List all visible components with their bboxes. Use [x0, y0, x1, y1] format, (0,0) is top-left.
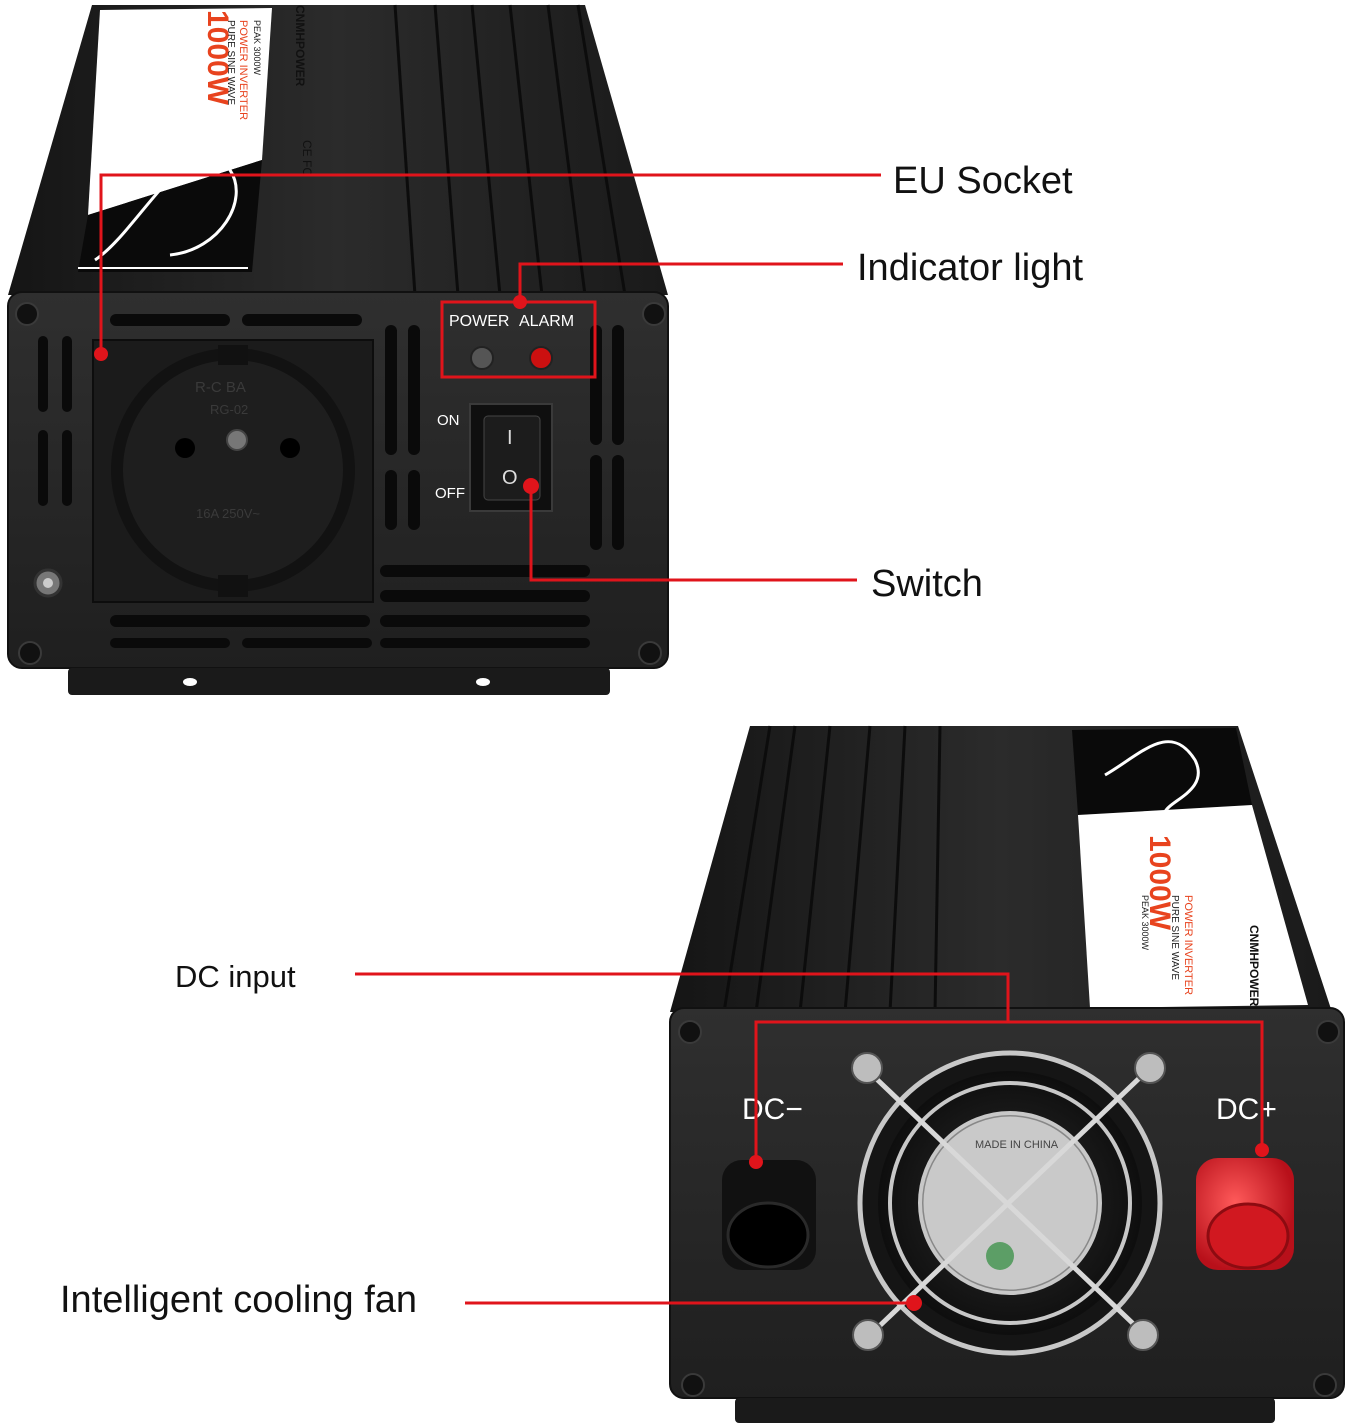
- rear-unit: 1000W POWER INVERTER PURE SINE WAVE PEAK…: [669, 725, 1345, 1423]
- rear-label-sticker: [1078, 805, 1308, 1008]
- dc-negative-terminal: [722, 1160, 816, 1270]
- wattage-label: 1000W: [201, 10, 234, 106]
- inverter-type-label: POWER INVERTER: [237, 20, 249, 120]
- panel-screws: [15, 302, 666, 665]
- alarm-led-label: ALARM: [519, 313, 574, 330]
- dc-minus-label: DC−: [742, 1093, 803, 1126]
- switch-callout: Switch: [871, 563, 983, 605]
- rear-label-dark: [1072, 728, 1252, 815]
- rear-panel-screws: [678, 1020, 1340, 1397]
- power-led: [470, 346, 494, 370]
- dc-plus-label: DC+: [1216, 1093, 1277, 1126]
- callout-dots: [94, 295, 1269, 1311]
- front-vents: [38, 314, 624, 648]
- switch-on-label: ON: [437, 412, 460, 429]
- cooling-fins: [393, 4, 627, 296]
- cert-marks: CE FC: [300, 140, 314, 176]
- cooling-fan: MADE IN CHINA: [851, 1050, 1166, 1356]
- switch-off-label: OFF: [435, 485, 465, 502]
- peak-label: PEAK 3000W: [252, 20, 262, 76]
- socket-rating: 16A 250V~: [196, 506, 260, 521]
- indicator-light-callout: Indicator light: [857, 247, 1084, 289]
- dc-input-callout: DC input: [175, 959, 296, 994]
- label-sticker: [88, 8, 272, 215]
- brand-label: CNMHPOWER: [293, 5, 307, 87]
- rear-peak-label: PEAK 3000W: [1140, 895, 1150, 951]
- fan-sticker-text: MADE IN CHINA: [975, 1139, 1059, 1151]
- rear-type-label: POWER INVERTER: [1182, 895, 1194, 995]
- eu-socket: R-C BA RG-02 16A 250V~: [92, 339, 374, 603]
- callout-lines: [99, 173, 1264, 1305]
- power-led-label: POWER: [449, 313, 509, 330]
- front-unit: 1000W POWER INVERTER PURE SINE WAVE PEAK…: [7, 4, 669, 695]
- eu-socket-callout: EU Socket: [893, 160, 1073, 202]
- rear-mounting-base: [735, 1398, 1275, 1423]
- wave-type-label: PURE SINE WAVE: [225, 20, 236, 105]
- alarm-led: [529, 346, 553, 370]
- rear-brand-label: CNMHPOWER: [1247, 925, 1261, 1007]
- switch-o-mark: O: [502, 467, 518, 489]
- socket-model: RG-02: [210, 402, 248, 417]
- rear-wattage-label: 1000W: [1143, 835, 1176, 931]
- switch-i-mark: I: [507, 427, 513, 449]
- dc-positive-terminal: [1196, 1158, 1294, 1270]
- sine-wave-icon: [94, 155, 238, 262]
- rear-wave-label: PURE SINE WAVE: [1169, 895, 1180, 980]
- rear-cooling-fins: [722, 725, 942, 1013]
- mounting-base: [68, 668, 610, 695]
- socket-brand: R-C BA: [195, 379, 246, 396]
- label-sticker-dark: [78, 160, 262, 272]
- cooling-fan-callout: Intelligent cooling fan: [60, 1279, 418, 1321]
- power-switch: ON OFF I O: [435, 403, 553, 512]
- indicator-leds: POWER ALARM: [449, 313, 574, 370]
